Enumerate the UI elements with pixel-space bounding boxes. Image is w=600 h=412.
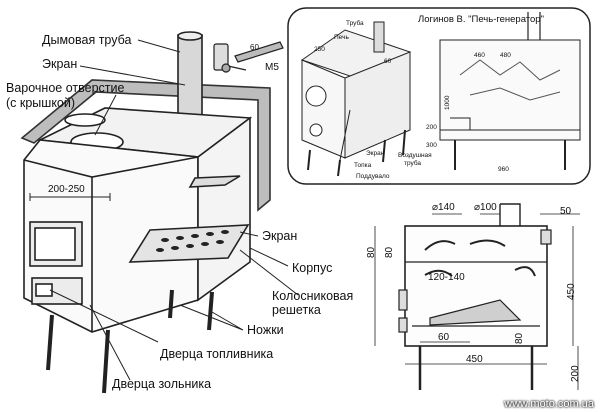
inset-d960: 960 xyxy=(498,166,509,173)
section-d200: 200 xyxy=(570,365,581,382)
label-cooking-hole-line2: (с крышкой) xyxy=(6,96,76,110)
watermark: www.moto.com.ua xyxy=(504,398,594,410)
inset-title: Логинов В. "Печь-генератор" xyxy=(418,14,544,25)
inset-air-pipe-2: труба xyxy=(404,160,422,167)
inset-panel xyxy=(287,7,591,185)
screen-shape xyxy=(20,79,271,212)
label-grate-line1: Колосниковая xyxy=(272,289,354,303)
inset-air-pipe-1: Воздушная xyxy=(398,152,432,159)
inset-d1000: 1000 xyxy=(444,95,451,110)
detail-dim-m5: M5 xyxy=(265,62,279,73)
grate xyxy=(128,224,250,263)
inset-blower: Поддувало xyxy=(356,173,390,180)
label-fire-door: Дверца топливника xyxy=(160,347,274,361)
detail-dim-60: 60 xyxy=(250,43,259,52)
main-stove xyxy=(20,31,271,394)
section-d120: 120-140 xyxy=(428,272,465,283)
inset-dim-60: 60 xyxy=(384,58,392,65)
inset-pipe: Труба xyxy=(346,20,364,27)
section-drawing xyxy=(374,203,580,390)
inset-screen: Экран xyxy=(366,150,385,157)
label-body: Корпус xyxy=(292,261,333,275)
section-d80a: 80 xyxy=(366,246,377,258)
leader-lines xyxy=(49,39,299,381)
section-d450v: 450 xyxy=(566,283,577,300)
label-screen-mid: Экран xyxy=(262,229,298,243)
section-d450h: 450 xyxy=(466,354,483,365)
inset-d300: 300 xyxy=(426,142,437,149)
label-cooking-hole-line1: Варочное отверстие xyxy=(6,81,125,95)
section-d50: 50 xyxy=(560,206,572,217)
inset-d480: 480 xyxy=(500,52,511,59)
section-d100: ⌀100 xyxy=(474,202,497,213)
inset-d200: 200 xyxy=(426,124,437,131)
label-legs: Ножки xyxy=(247,323,284,337)
label-smoke-pipe: Дымовая труба xyxy=(42,33,132,47)
label-width-dim: 200-250 xyxy=(48,184,85,195)
section-d60: 60 xyxy=(438,332,450,343)
inset-firebox: Топка xyxy=(354,162,372,169)
label-ash-door: Дверца зольника xyxy=(112,377,212,391)
chimney xyxy=(177,34,203,116)
label-grate-line2: решетка xyxy=(272,303,321,317)
bolt-detail xyxy=(213,41,284,73)
section-d80b: 80 xyxy=(384,246,395,258)
inset-oven: Печь xyxy=(334,34,349,41)
legs xyxy=(46,289,214,394)
section-d80c: 80 xyxy=(514,332,525,344)
label-screen-top: Экран xyxy=(42,57,78,71)
inset-d250: 250 xyxy=(314,46,325,53)
inset-d460: 460 xyxy=(474,52,485,59)
section-d140: ⌀140 xyxy=(432,202,455,213)
